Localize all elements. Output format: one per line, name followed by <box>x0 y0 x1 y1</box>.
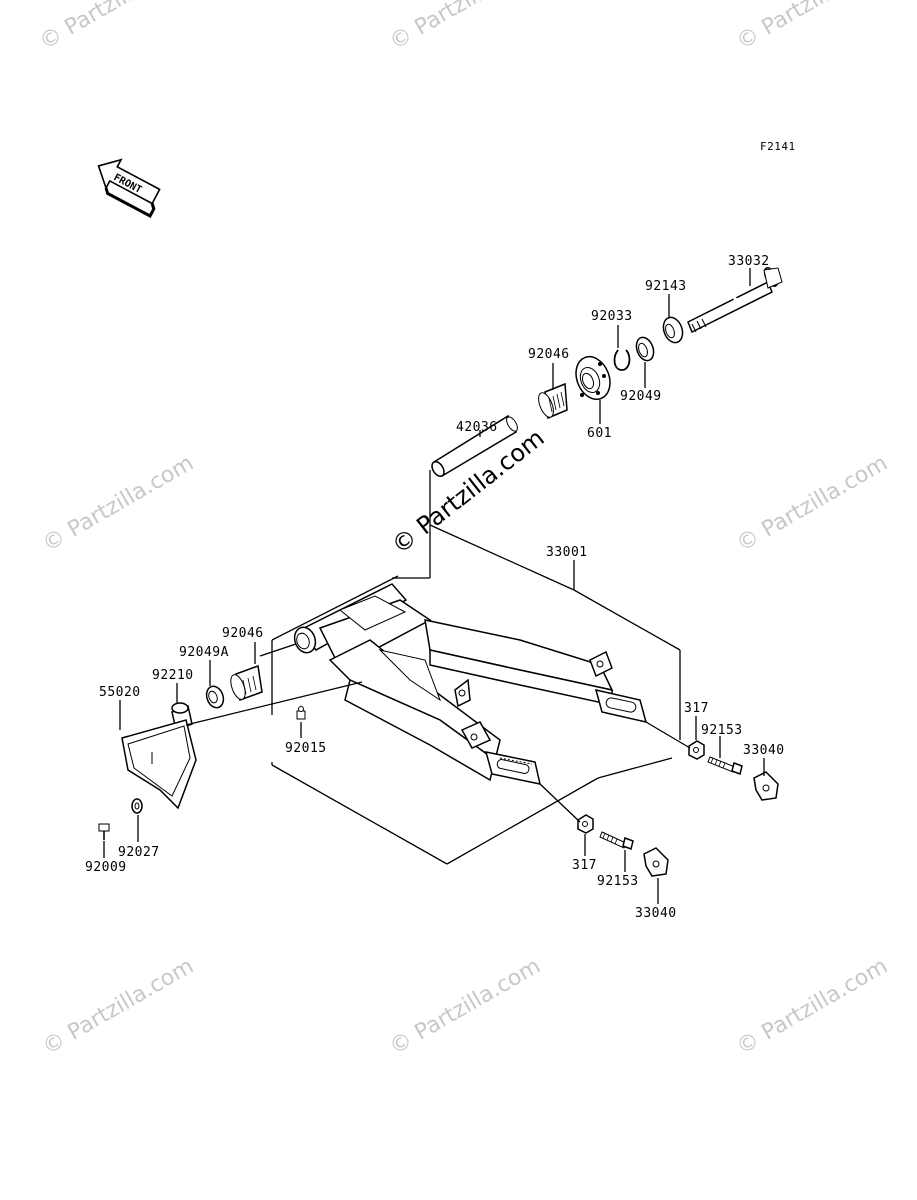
leader-lines <box>103 268 765 904</box>
watermark: © Partzilla.com <box>733 451 893 558</box>
label-33040-lower[interactable]: 33040 <box>635 906 677 921</box>
watermark: © Partzilla.com <box>733 0 893 55</box>
label-92049[interactable]: 92049 <box>620 389 662 404</box>
label-601[interactable]: 601 <box>587 426 612 441</box>
chain-guard-55020 <box>121 719 197 810</box>
watermark: © Partzilla.com <box>36 0 196 55</box>
watermark: © Partzilla.com <box>386 0 546 55</box>
figure-code: F2141 <box>760 140 796 153</box>
grease-fitting-92015 <box>296 706 306 720</box>
bolt-92153-upper <box>707 756 743 775</box>
needle-bearing-upper <box>538 382 568 420</box>
bolt-92153-lower <box>599 831 634 850</box>
pivot-shaft <box>687 267 783 334</box>
nut-317-lower <box>577 814 594 834</box>
nut-317-upper <box>688 740 705 760</box>
seal-92049 <box>635 336 655 362</box>
label-92046-lower[interactable]: 92046 <box>222 626 264 641</box>
label-92153-upper[interactable]: 92153 <box>701 723 743 738</box>
chain-adjuster-33040-upper <box>753 771 779 801</box>
ball-bearing-601 <box>575 355 611 401</box>
watermarks: © Partzilla.com © Partzilla.com © Partzi… <box>36 0 893 1060</box>
collar-92143 <box>662 316 684 344</box>
screw-92009 <box>98 823 110 840</box>
label-55020[interactable]: 55020 <box>99 685 141 700</box>
watermark: © Partzilla.com <box>386 954 546 1061</box>
label-92210[interactable]: 92210 <box>152 668 194 683</box>
label-317-lower[interactable]: 317 <box>572 858 597 873</box>
watermark: © Partzilla.com <box>733 954 893 1061</box>
label-92015[interactable]: 92015 <box>285 741 327 756</box>
watermark: © Partzilla.com <box>39 954 199 1061</box>
label-317-upper[interactable]: 317 <box>684 701 709 716</box>
label-92046-upper[interactable]: 92046 <box>528 347 570 362</box>
label-33040-upper[interactable]: 33040 <box>743 743 785 758</box>
sleeve-42036 <box>431 414 518 478</box>
label-92027[interactable]: 92027 <box>118 845 160 860</box>
label-33001[interactable]: 33001 <box>546 545 588 560</box>
label-92033[interactable]: 92033 <box>591 309 633 324</box>
swingarm-33001 <box>293 583 648 785</box>
label-92143[interactable]: 92143 <box>645 279 687 294</box>
needle-bearing-lower <box>230 664 263 702</box>
label-92009[interactable]: 92009 <box>85 860 127 875</box>
chain-adjuster-33040-lower <box>643 847 669 877</box>
label-42036[interactable]: 42036 <box>456 420 498 435</box>
label-92049A[interactable]: 92049A <box>179 645 229 660</box>
washer-92027 <box>131 798 143 814</box>
part-labels: 33032 92143 92033 92046 92049 601 42036 … <box>85 254 785 921</box>
watermark: © Partzilla.com <box>39 451 199 558</box>
label-33032[interactable]: 33032 <box>728 254 770 269</box>
label-92153-lower[interactable]: 92153 <box>597 874 639 889</box>
front-arrow-icon: FRONT <box>97 158 161 218</box>
circlip-92033 <box>613 349 631 371</box>
seal-92049A <box>205 685 225 709</box>
